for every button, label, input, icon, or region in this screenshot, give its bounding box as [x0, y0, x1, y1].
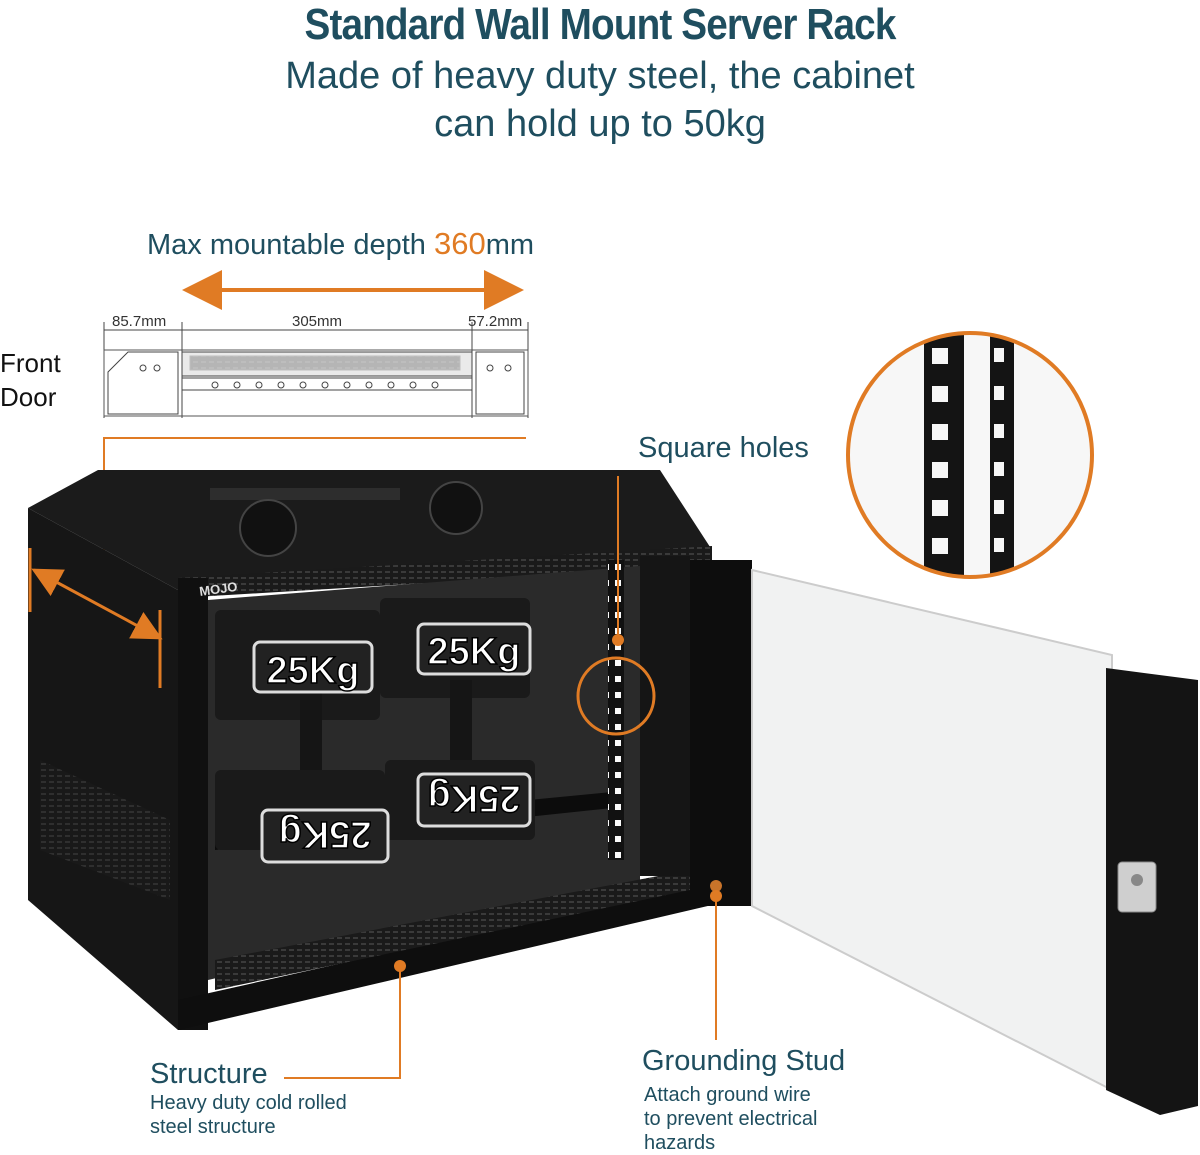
subtitle-line-2: can hold up to 50kg — [434, 103, 766, 145]
max-depth-value: 360 — [433, 226, 486, 261]
structure-desc-line-1: Heavy duty cold rolled — [150, 1092, 347, 1114]
holes-magnifier-ring — [576, 656, 656, 736]
weight-label-3: 25Kg — [279, 813, 372, 855]
grounding-desc-line-2: to prevent electrical — [644, 1108, 818, 1130]
max-depth-unit: mm — [485, 229, 535, 261]
weight-label-4: 25Kg — [428, 777, 521, 819]
page-title: Standard Wall Mount Server Rack — [304, 0, 897, 49]
dim-left-label: 85.7mm — [112, 313, 167, 330]
subtitle-line-1: Made of heavy duty steel, the cabinet — [285, 55, 915, 97]
structure-desc: Heavy duty cold rolled steel structure — [150, 1091, 347, 1139]
front-door-line-1: Front — [0, 348, 61, 378]
glass-door — [751, 568, 1113, 1092]
grounding-desc-line-3: hazards — [644, 1132, 716, 1154]
max-depth-caption: Max mountable depth 360mm — [147, 226, 534, 262]
square-holes-zoom — [848, 333, 1092, 577]
front-door-line-2: Door — [0, 382, 57, 412]
grounding-stud-title: Grounding Stud — [642, 1045, 846, 1077]
front-door-label: Front Door — [0, 346, 61, 414]
brand-logo: MOJO — [198, 579, 238, 599]
dimension-drawing — [103, 322, 529, 418]
grounding-stud-desc: Attach ground wire to prevent electrical… — [644, 1083, 817, 1155]
structure-title: Structure — [150, 1058, 268, 1090]
dim-middle-label: 305mm — [292, 313, 343, 330]
square-holes-label: Square holes — [638, 432, 809, 464]
dim-right-label: 57.2mm — [468, 313, 523, 330]
weight-label-2: 25Kg — [428, 631, 521, 673]
structure-desc-line-2: steel structure — [150, 1116, 276, 1138]
max-depth-prefix: Max mountable depth — [147, 229, 434, 261]
grounding-desc-line-1: Attach ground wire — [644, 1084, 811, 1106]
weight-label-1: 25Kg — [267, 650, 360, 692]
weights: 25Kg 25Kg 25Kg 25Kg — [215, 598, 535, 864]
